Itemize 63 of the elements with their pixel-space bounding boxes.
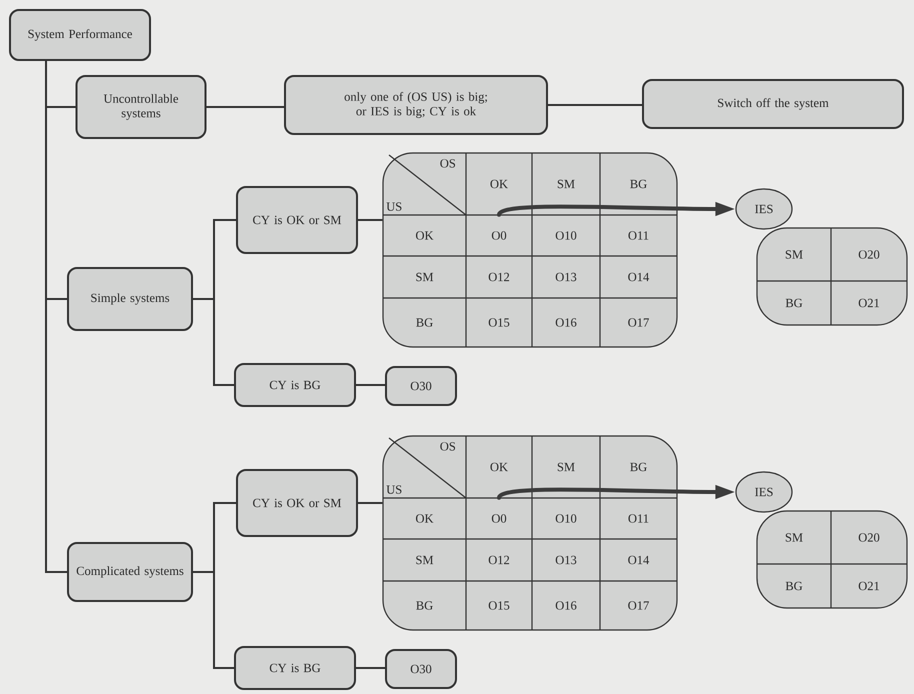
corner-cell: OS US	[386, 438, 466, 498]
table-cell: O11	[628, 231, 648, 240]
connector-line	[356, 667, 385, 669]
table-cell: OK	[490, 180, 508, 188]
table-cell: O10	[556, 231, 576, 240]
table-cell: BG	[786, 298, 802, 308]
table-cell: O11	[628, 514, 648, 523]
table-cell: SM	[416, 556, 434, 564]
table-cell: O12	[488, 556, 510, 564]
rounded-box: CY is OK or SM	[236, 186, 358, 254]
table-cell: OK	[416, 514, 434, 523]
table-cell: O17	[628, 318, 649, 327]
table-cell: BG	[416, 601, 433, 610]
table-cell: O14	[628, 556, 650, 564]
connector-line	[193, 571, 234, 669]
oval-node: IES	[735, 471, 793, 513]
table-cell: O20	[858, 250, 880, 259]
connector-line	[356, 384, 385, 386]
table-cell: O13	[556, 556, 576, 564]
rounded-box: Uncontrollable systems	[76, 75, 206, 139]
connector-line	[206, 106, 284, 108]
rounded-box: CY is BG	[234, 363, 356, 407]
table-cell: O13	[556, 272, 576, 282]
rounded-box: System Performance	[9, 9, 151, 61]
table-cell: O20	[858, 533, 880, 542]
table-cell: O21	[858, 582, 880, 590]
table-cell: OK	[490, 462, 508, 472]
oval-node: IES	[735, 188, 793, 230]
connector-line	[193, 298, 234, 386]
table-cell: BG	[630, 462, 647, 472]
rounded-box: CY is OK or SM	[236, 469, 358, 537]
table-cell: O14	[628, 272, 650, 282]
table-cell: O15	[488, 318, 510, 327]
table-cell: BG	[416, 318, 433, 327]
table-cell: O10	[556, 514, 576, 523]
rounded-box: Complicated systems	[67, 542, 193, 602]
rounded-box: O30	[385, 649, 457, 689]
table-cell: O21	[858, 298, 880, 308]
table-cell: O0	[492, 514, 506, 523]
table-cell: O16	[556, 601, 576, 610]
table-cell: SM	[416, 272, 434, 282]
connector-line	[45, 61, 67, 573]
rounded-box: only one of (OS US) is big; or IES is big; CY is ok	[284, 75, 548, 135]
table-cell: SM	[786, 250, 803, 259]
table-cell: SM	[786, 533, 803, 542]
table-cell: SM	[558, 180, 575, 188]
rounded-box: Switch off the system	[642, 79, 904, 129]
rounded-box: CY is BG	[234, 646, 356, 690]
table-cell: O12	[488, 272, 510, 282]
rounded-box: Simple systems	[67, 267, 193, 331]
table-cell: O0	[492, 231, 506, 240]
table-cell: O15	[488, 601, 510, 610]
rounded-box: O30	[385, 366, 457, 406]
connector-line	[548, 104, 642, 106]
connector-line	[358, 219, 382, 221]
table-cell: BG	[630, 180, 647, 188]
corner-cell: OS US	[386, 154, 466, 216]
table-cell: SM	[558, 462, 575, 472]
connector-line	[358, 502, 382, 504]
table-cell: O16	[556, 318, 576, 327]
table-cell: OK	[416, 231, 434, 240]
table-cell: O17	[628, 601, 649, 610]
table-cell: BG	[786, 582, 802, 590]
